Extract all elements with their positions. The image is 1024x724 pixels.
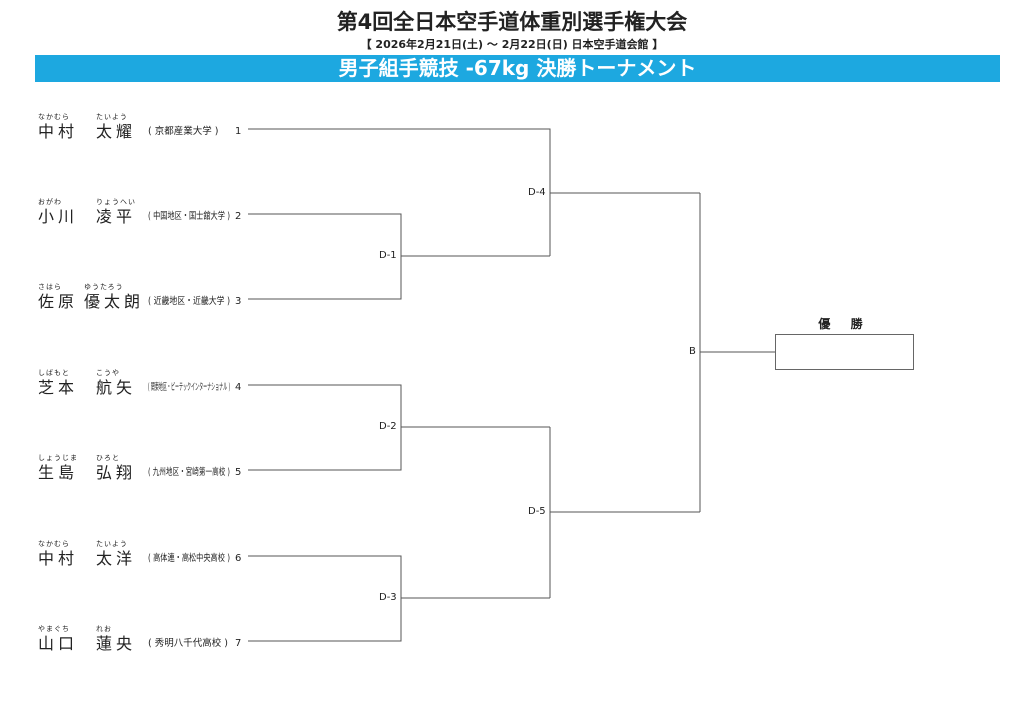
seed-number: 7 bbox=[235, 638, 242, 649]
entry-row: やまぐち れお山口蓮央 ( 秀明八千代高校 ) 7 bbox=[38, 625, 248, 655]
athlete-affiliation: ( 秀明八千代高校 ) bbox=[148, 638, 228, 649]
athlete-family-name: 芝本 bbox=[38, 378, 79, 397]
match-d5-label: D-5 bbox=[528, 506, 546, 517]
match-d3-label: D-3 bbox=[379, 592, 397, 603]
furigana-given: れお bbox=[96, 625, 112, 633]
athlete-affiliation: ( 京都産業大学 ) bbox=[148, 126, 219, 137]
athlete-family-name: 山口 bbox=[38, 634, 79, 653]
seed-number: 2 bbox=[235, 211, 242, 222]
furigana-family: なかむら bbox=[38, 540, 70, 548]
athlete-given-name: 太洋 bbox=[96, 549, 137, 568]
athlete-family-name: 生島 bbox=[38, 463, 79, 482]
entry-row: おがわ りょうへい小川凌平 ( 中国地区・国士舘大学 ) 2 bbox=[38, 198, 248, 228]
furigana-family: なかむら bbox=[38, 113, 70, 121]
match-d1-label: D-1 bbox=[379, 250, 397, 261]
furigana-given: こうや bbox=[96, 369, 120, 377]
winner-box bbox=[775, 334, 914, 370]
division-banner: 男子組手競技 -67kg 決勝トーナメント bbox=[35, 55, 1000, 82]
athlete-given-name: 航矢 bbox=[96, 378, 137, 397]
entry-row: なかむら たいよう中村太洋 ( 高体連・高松中央高校 ) 6 bbox=[38, 540, 248, 570]
seed-number: 6 bbox=[235, 553, 242, 564]
athlete-affiliation: ( 中国地区・国士舘大学 ) bbox=[148, 211, 230, 222]
athlete-family-name: 佐原 bbox=[38, 292, 79, 311]
athlete-given-name: 弘翔 bbox=[96, 463, 137, 482]
seed-number: 1 bbox=[235, 126, 242, 137]
winner-label: 優 勝 bbox=[818, 317, 871, 331]
athlete-given-name: 凌平 bbox=[96, 207, 137, 226]
furigana-given: たいよう bbox=[96, 540, 128, 548]
line-seed-1 bbox=[248, 128, 551, 256]
furigana-given: ひろと bbox=[96, 454, 120, 462]
seed-number: 5 bbox=[235, 467, 242, 478]
athlete-given-name: 太耀 bbox=[96, 122, 137, 141]
match-d2-label: D-2 bbox=[379, 421, 397, 432]
athlete-affiliation: ( 高体連・高松中央高校 ) bbox=[148, 553, 230, 564]
seed-number: 4 bbox=[235, 382, 242, 393]
furigana-given: りょうへい bbox=[96, 198, 136, 206]
entry-row: しょうじま ひろと生島弘翔 ( 九州地区・宮崎第一高校 ) 5 bbox=[38, 454, 248, 484]
furigana-family: やまぐち bbox=[38, 625, 70, 633]
match-b-label: B bbox=[689, 346, 696, 357]
athlete-given-name: 蓮央 bbox=[96, 634, 137, 653]
seed-number: 3 bbox=[235, 296, 242, 307]
entry-row: なかむら たいよう中村太耀 ( 京都産業大学 ) 1 bbox=[38, 113, 248, 143]
athlete-family-name: 小川 bbox=[38, 207, 79, 226]
furigana-given: ゆうたろう bbox=[84, 283, 124, 291]
match-d4-label: D-4 bbox=[528, 187, 546, 198]
athlete-affiliation: ( 近畿地区・近畿大学 ) bbox=[148, 296, 231, 307]
entry-row: しばもと こうや芝本航矢 ( 関東地区・ピーテックインターナショナル ) 4 bbox=[38, 369, 248, 399]
furigana-family: しょうじま bbox=[38, 454, 78, 462]
furigana-family: おがわ bbox=[38, 198, 62, 206]
furigana-family: さはら bbox=[38, 283, 62, 291]
athlete-family-name: 中村 bbox=[38, 549, 79, 568]
entry-row: さはら ゆうたろう佐原優太朗( 近畿地区・近畿大学 ) 3 bbox=[38, 283, 248, 313]
athlete-given-name: 優太朗 bbox=[84, 292, 145, 311]
page-title: 第4回全日本空手道体重別選手権大会 bbox=[336, 10, 688, 34]
athlete-affiliation: ( 九州地区・宮崎第一高校 ) bbox=[148, 467, 230, 478]
furigana-given: たいよう bbox=[96, 113, 128, 121]
event-date-venue: 【 2026年2月21日(土) ～ 2月22日(日) 日本空手道会館 】 bbox=[360, 38, 664, 51]
athlete-affiliation: ( 関東地区・ピーテックインターナショナル ) bbox=[148, 382, 231, 393]
athlete-family-name: 中村 bbox=[38, 122, 79, 141]
furigana-family: しばもと bbox=[38, 369, 70, 377]
